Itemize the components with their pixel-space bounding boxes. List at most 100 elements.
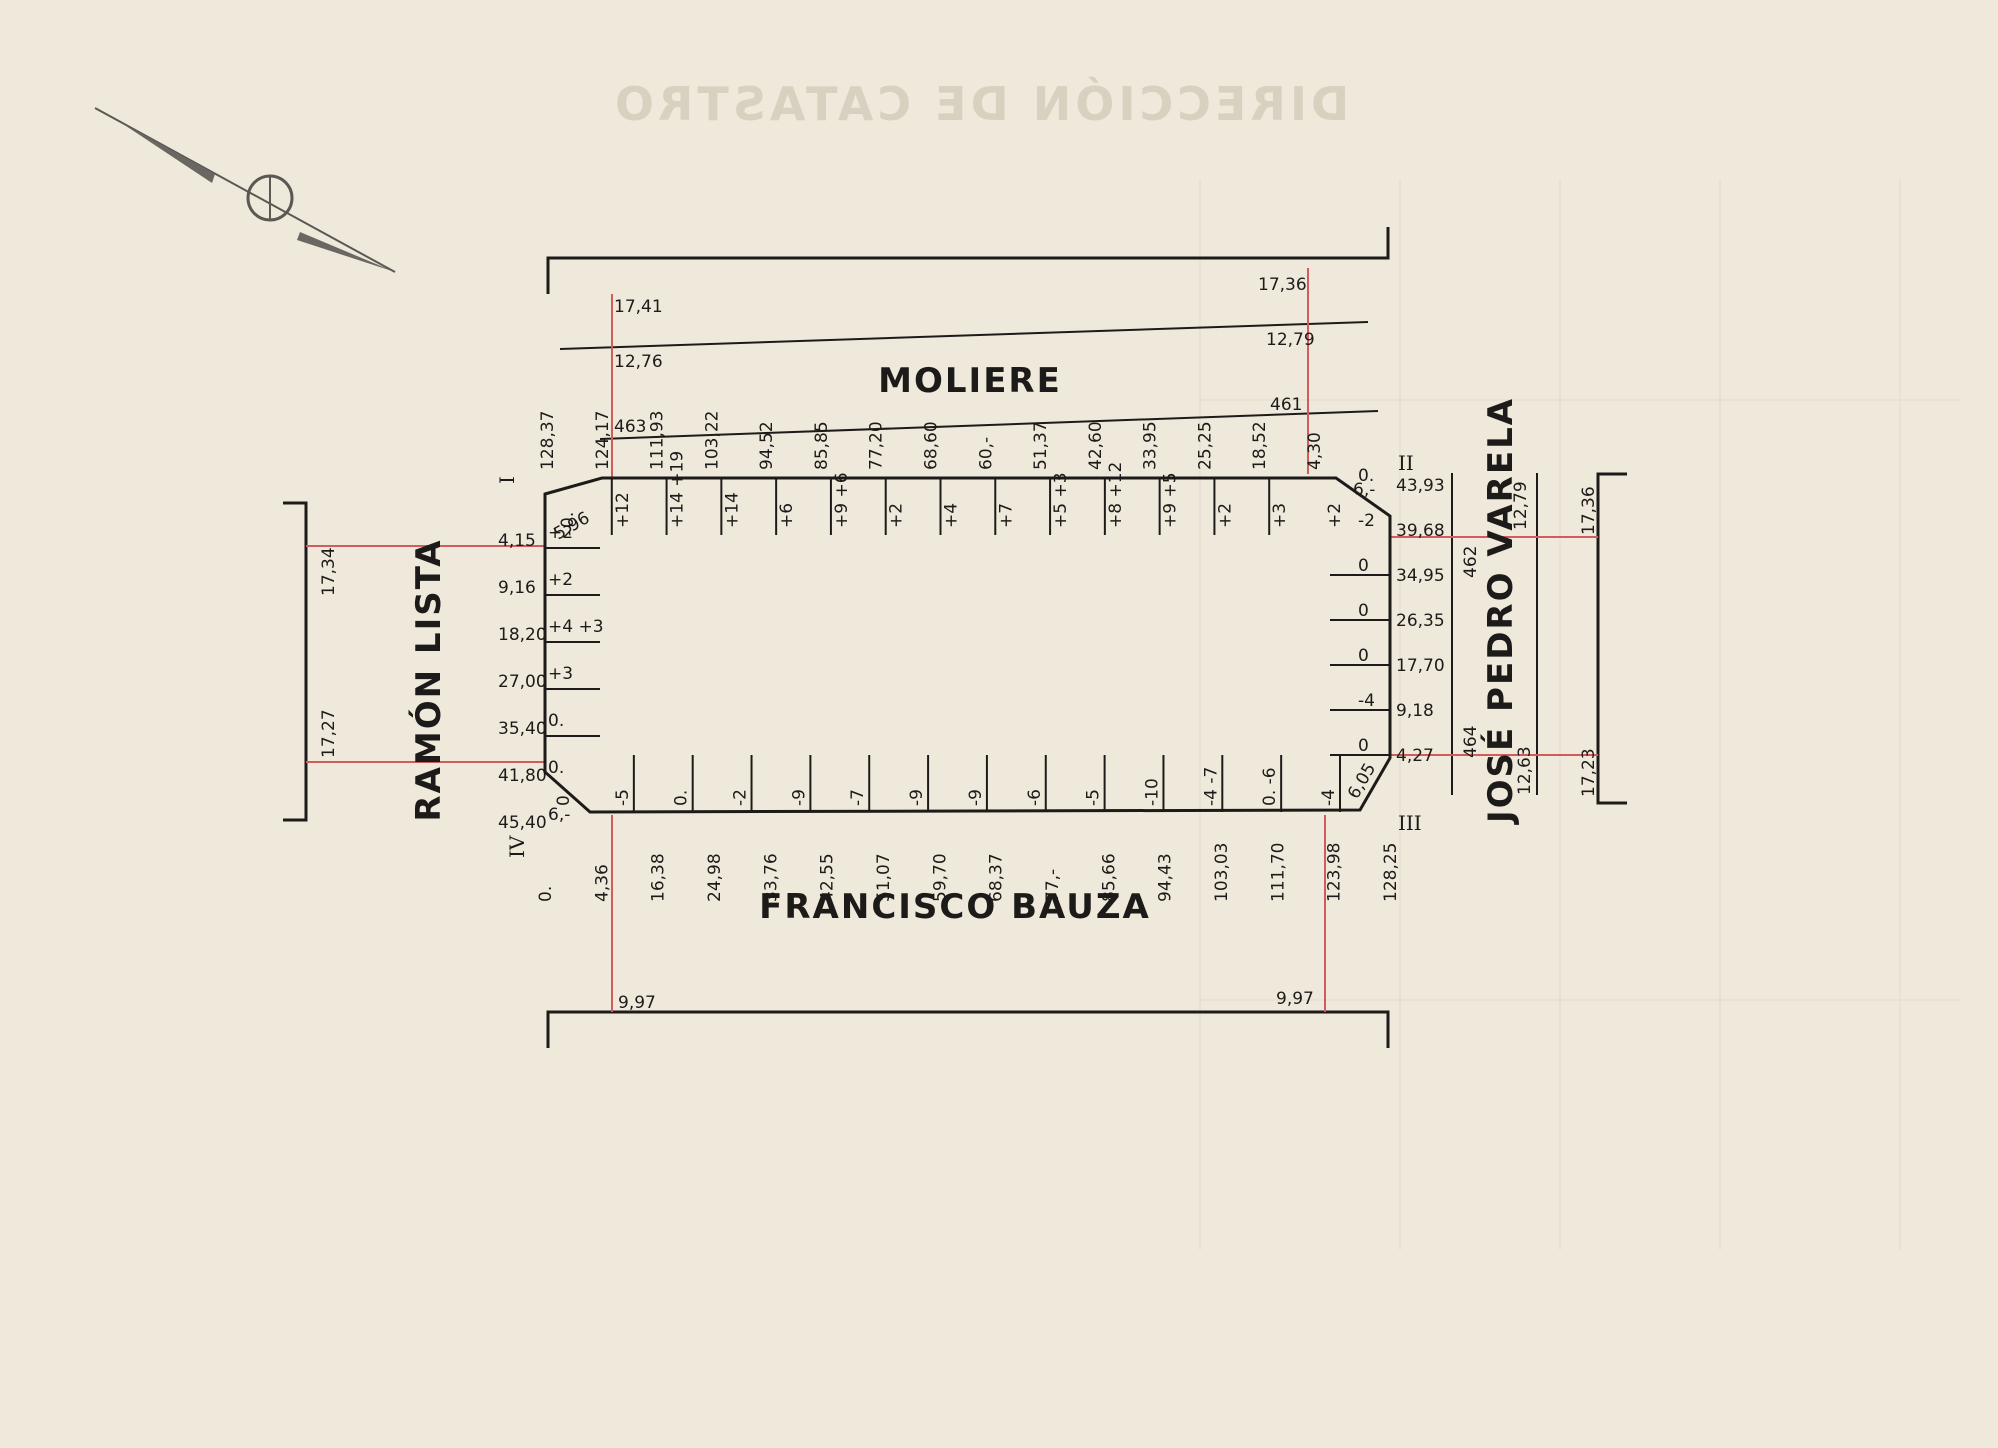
west-distance-label: 45,40 <box>498 813 547 833</box>
north-offset-label: +2 <box>1325 503 1345 528</box>
street-name-north: MOLIERE <box>878 361 1062 401</box>
north-distance-label: 94,52 <box>757 421 777 470</box>
north-offset-label: +14 +19 <box>668 451 688 528</box>
south-offset-label: 0. -6 <box>1260 767 1280 806</box>
east-offset-label: 0 <box>1358 646 1369 666</box>
east-measure-ticks: 43,930.39,68-234,95026,35017,7009,18-44,… <box>1330 466 1445 766</box>
east-offset-label: 0 <box>1358 556 1369 576</box>
form-background-lines <box>1199 180 1960 1250</box>
west-distance-label: 4,15 <box>498 531 536 551</box>
north-offset-label: +7 <box>996 503 1016 528</box>
south-offset-label: 0. <box>672 790 692 806</box>
north-offset-label: +9 +5 <box>1161 472 1181 528</box>
east-level-inner-2: 464 <box>1461 726 1481 758</box>
east-offset-label: -4 <box>1358 691 1375 711</box>
west-distance-label: 9,16 <box>498 578 536 598</box>
north-distance-label: 51,37 <box>1031 421 1051 470</box>
south-distance-label: 123,98 <box>1325 843 1345 902</box>
north-distance-label: 25,25 <box>1195 421 1215 470</box>
street-name-east: JOSÉ PEDRO VARELA <box>1480 397 1521 825</box>
north-distance-label: 42,60 <box>1086 421 1106 470</box>
south-offset-label: -4 <box>1319 789 1339 806</box>
north-offset-label: 0. <box>558 512 578 528</box>
corner-label-1: I <box>495 476 519 484</box>
south-offset-label: -5 <box>1084 789 1104 806</box>
north-distance-label: 68,60 <box>922 421 942 470</box>
north-distance-label: 4,30 <box>1305 432 1325 470</box>
west-offset-label: +3 <box>548 664 573 684</box>
south-offset-label: -4 -7 <box>1201 767 1221 806</box>
west-offset-label: +2 <box>548 570 573 590</box>
south-offset-label: -9 <box>789 789 809 806</box>
east-distance-label: 17,70 <box>1396 656 1445 676</box>
south-distance-label: 51,07 <box>874 853 894 902</box>
south-distance-label: 103,03 <box>1212 843 1232 902</box>
south-chamfer-right: 6,05 <box>1344 760 1380 803</box>
north-distance-label: 33,95 <box>1141 421 1161 470</box>
south-distance-label: 24,98 <box>705 853 725 902</box>
east-level-inner-1: 462 <box>1461 546 1481 578</box>
north-level-right-1: 17,36 <box>1258 275 1307 295</box>
north-offset-label: +8 +12 <box>1106 462 1126 528</box>
north-level-right-2: 12,79 <box>1266 330 1315 350</box>
west-offset-label: 6,- <box>548 805 570 825</box>
east-distance-label: 34,95 <box>1396 566 1445 586</box>
north-distance-label: 18,52 <box>1250 421 1270 470</box>
north-offset-label: +9 +6 <box>832 472 852 528</box>
east-offset-label: 0 <box>1358 736 1369 756</box>
south-distance-label: 42,55 <box>818 853 838 902</box>
north-distance-label: 77,20 <box>867 421 887 470</box>
east-distance-label: 39,68 <box>1396 521 1445 541</box>
north-offset-label: +2 <box>887 503 907 528</box>
north-offset-label: +2 <box>1215 503 1235 528</box>
north-offset-label: +12 <box>613 492 633 528</box>
west-level-1: 17,34 <box>319 547 339 596</box>
south-offset-label: 0. <box>554 790 574 806</box>
north-distance-label: 124,17 <box>593 411 613 470</box>
street-brackets <box>283 227 1627 1048</box>
north-level-left-3: 463 <box>614 417 646 437</box>
south-distance-label: 128,25 <box>1381 843 1401 902</box>
east-offset-label: -2 <box>1358 511 1375 531</box>
west-distance-label: 27,00 <box>498 672 547 692</box>
north-offset-label: +6 <box>777 503 797 528</box>
south-distance-label: 4,36 <box>592 864 612 902</box>
north-offset-label: +5 +3 <box>1051 472 1071 528</box>
north-level-right-3: 461 <box>1270 395 1302 415</box>
west-level-2: 17,27 <box>319 709 339 758</box>
north-distance-label: 60,- <box>976 437 996 470</box>
south-distance-label: 68,37 <box>987 853 1007 902</box>
east-distance-label: 9,18 <box>1396 701 1434 721</box>
north-chamfer-right: 6,- <box>1353 480 1375 500</box>
south-distance-label: 59,70 <box>930 853 950 902</box>
south-distance-label: 0. <box>536 886 556 902</box>
south-offset-label: -7 <box>848 789 868 806</box>
east-offset-label: 0 <box>1358 601 1369 621</box>
east-level-mid-1: 12,79 <box>1511 481 1531 530</box>
block-outline <box>543 476 1392 814</box>
south-offset-label: -9 <box>966 789 986 806</box>
north-offset-label: +4 <box>942 503 962 528</box>
north-distance-label: 103,22 <box>702 411 722 470</box>
corner-label-3: III <box>1398 811 1422 835</box>
west-offset-label: 0. <box>548 758 564 778</box>
east-level-outer-2: 17,23 <box>1579 748 1599 797</box>
east-level-mid-2: 12,63 <box>1515 746 1535 795</box>
south-level-left: 9,97 <box>618 993 656 1013</box>
south-distance-label: 94,43 <box>1156 853 1176 902</box>
watermark-text: DIRECCIÓN DE CATASTRO <box>611 77 1349 131</box>
west-offset-label: +4 +3 <box>548 617 604 637</box>
north-arrow-icon <box>94 107 396 273</box>
south-distance-label: 33,76 <box>761 853 781 902</box>
north-level-left-1: 17,41 <box>614 297 663 317</box>
east-distance-label: 4,27 <box>1396 746 1434 766</box>
west-distance-label: 41,80 <box>498 766 547 786</box>
reference-lines <box>306 268 1598 1012</box>
north-distance-label: 111,93 <box>648 411 668 470</box>
south-offset-label: -5 <box>613 789 633 806</box>
east-level-outer-1: 17,36 <box>1579 486 1599 535</box>
corner-label-4: IV <box>505 835 529 858</box>
